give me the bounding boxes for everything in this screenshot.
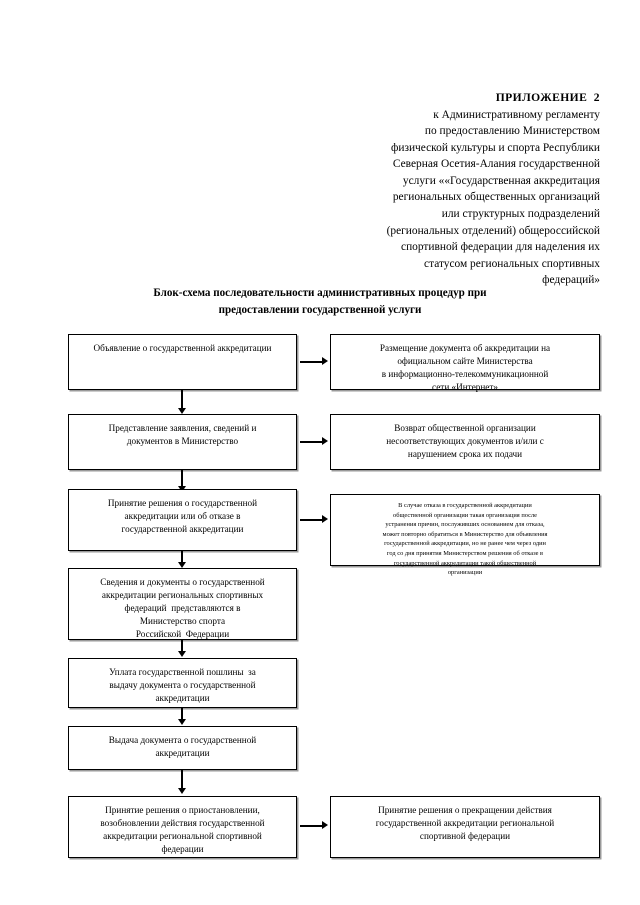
flow-node-line: аккредитации [155,693,210,704]
flow-edge-horizontal [300,361,323,363]
flow-node-line: выдачу документа о государственной [109,680,256,691]
flow-node-line: аккредитации или об отказе в [124,511,241,522]
flow-arrowhead-down [178,562,186,568]
flow-node-line: организации [447,569,483,577]
flow-node-line: Уплата государственной пошлины за [109,667,256,677]
flow-node-line: документов в Министерство [126,436,239,447]
flow-node-line: В случае отказа в государственной аккред… [398,502,532,509]
appendix-header-line: по предоставлению Министерством [424,125,600,138]
flow-arrowhead-right [322,821,328,829]
flow-arrowhead-right [322,437,328,445]
page-title-line: предоставлении государственной услуги [218,303,422,316]
flow-node-line: официальном сайте Министерства [397,356,533,367]
flow-node-line: государственной аккредитации [121,524,244,535]
appendix-header-line: (региональных отделений) общероссийской [386,224,600,237]
flow-arrowhead-down [178,408,186,414]
flow-node-suspension-resumption-decision[interactable]: Принятие решения о приостановлении, возо… [68,796,297,858]
appendix-header-line: федераций» [542,274,600,287]
flow-node-federal-ministry-submission[interactable]: Сведения и документы о государственной а… [68,568,297,640]
appendix-header-line: региональных общественных организаций [392,191,600,204]
flow-node-line: аккредитации [155,748,210,759]
flow-arrowhead-down [178,651,186,657]
flow-node-line: Принятие решения о прекращении действия [378,805,552,815]
flow-node-line: Сведения и документы о государственной [100,577,265,587]
flow-node-line: общественной организации такая организац… [393,511,537,519]
flow-node-application-submission[interactable]: Представление заявления, сведений и доку… [68,414,297,470]
flow-arrowhead-right [322,357,328,365]
flow-node-line: устранения причин, послуживших основание… [385,521,545,529]
flow-arrowhead-down [178,788,186,794]
flow-arrowhead-down [178,719,186,725]
flow-node-line: Возврат общественной организации [394,423,536,433]
flow-node-line: Выдача документа о государственной [108,735,257,745]
flow-node-document-issuance[interactable]: Выдача документа о государственной аккре… [68,726,297,770]
appendix-header-line: спортивной федерации для наделения их [401,241,600,254]
flow-arrowhead-right [322,515,328,523]
flow-node-line: Принятие решения о приостановлении, [105,805,260,815]
flow-node-line: возобновлении действия государственной [100,818,265,829]
appendix-header-line: услуги ««Государственная аккредитация [402,174,600,187]
flow-node-line: Представление заявления, сведений и [108,423,257,433]
flow-node-line: в информационно-телекоммуникационной [381,369,549,380]
flow-node-state-duty-payment[interactable]: Уплата государственной пошлины за выдачу… [68,658,297,708]
flow-node-line: государственной аккредитации регионально… [375,818,555,829]
flow-node-accreditation-decision[interactable]: Принятие решения о государственной аккре… [68,489,297,551]
flow-node-line: Размещение документа об аккредитации на [379,343,551,353]
flow-node-line: аккредитации региональных спортивных [101,590,264,601]
appendix-header-line: физической культуры и спорта Республики [390,141,600,154]
flow-node-line: федерации [161,844,204,855]
flow-edge-horizontal [300,441,323,443]
flow-node-document-return[interactable]: Возврат общественной организации несоотв… [330,414,600,470]
appendix-header-line: статусом региональных спортивных [424,257,600,270]
flow-edge-vertical [181,770,183,790]
appendix-header-line: Северная Осетия-Алания государственной [392,158,600,171]
flow-node-line: год со дня принятия Министерством решени… [386,550,544,558]
flow-node-line: нарушением срока их подачи [407,449,523,460]
flow-node-refusal-reapplication-note[interactable]: В случае отказа в государственной аккред… [330,494,600,576]
appendix-header-line: ПРИЛОЖЕНИЕ 2 [495,91,600,104]
flow-node-line: несоответствующих документов и/или с [386,436,544,447]
flow-node-line: федераций представляются в [124,603,241,614]
flow-node-line: Принятие решения о государственной [107,498,258,508]
appendix-header: ПРИЛОЖЕНИЕ 2 к Административному регламе… [300,90,600,289]
flow-edge-vertical [181,640,183,654]
page-title-line: Блок-схема последовательности администра… [153,287,487,299]
flow-edge-horizontal [300,825,323,827]
flow-node-line: Министерство спорта [139,616,226,627]
flow-node-announcement[interactable]: Объявление о государственной аккредитаци… [68,334,297,390]
flow-edge-vertical [181,390,183,410]
flow-node-line: сети «Интернет» [432,382,498,393]
flow-edge-vertical [181,551,183,565]
flow-node-line: государственной аккредитации, но не ране… [384,540,546,548]
flow-edge-horizontal [300,519,323,521]
flow-node-line: может повторно обратиться в Министерство… [382,530,548,538]
flow-node-line: аккредитации региональной спортивной [103,831,262,842]
flow-edge-vertical [181,470,183,488]
appendix-header-line: к Административному регламенту [433,108,600,121]
flow-node-publication[interactable]: Размещение документа об аккредитации на … [330,334,600,392]
flow-node-line: государственной аккредитации такой общес… [393,559,537,567]
page-title: Блок-схема последовательности администра… [70,285,570,318]
flow-node-line: Российской Федерации [135,629,230,640]
flow-node-line: спортивной федерации [419,831,511,842]
flow-node-line: Объявление о государственной аккредитаци… [93,343,272,353]
appendix-header-line: или структурных подразделений [441,207,600,220]
flow-node-termination-decision[interactable]: Принятие решения о прекращении действия … [330,796,600,858]
flow-edge-vertical [181,708,183,722]
